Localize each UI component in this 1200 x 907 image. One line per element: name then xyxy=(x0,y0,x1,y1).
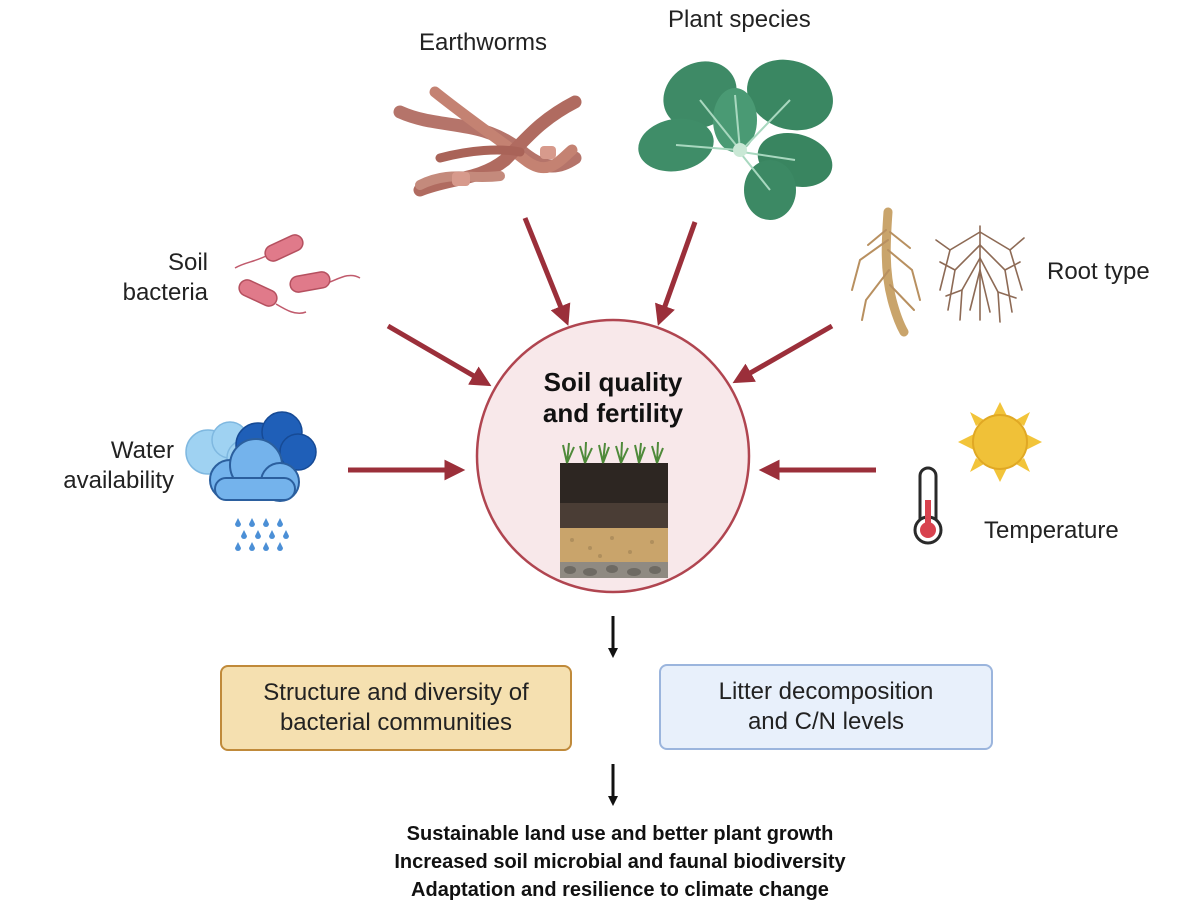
cloud-rain-icon xyxy=(185,411,317,551)
label-plant-species: Plant species xyxy=(668,6,811,33)
effect-left-line1: Structure and diversity of xyxy=(263,679,529,706)
arrow-bacteria xyxy=(386,323,492,387)
effect-box-litter-decomposition: Litter decomposition and C/N levels xyxy=(659,664,993,750)
outcome-item: Increased soil microbial and faunal biod… xyxy=(394,851,846,873)
label-water-line1: Water xyxy=(110,437,174,464)
label-water-line2: availability xyxy=(63,467,174,494)
effect-left-line2: bacterial communities xyxy=(279,709,513,736)
earthworm-icon xyxy=(393,86,582,197)
center-title-line2: and fertility xyxy=(542,398,684,428)
factor-arrows xyxy=(348,217,876,481)
outcome-item: Adaptation and resilience to climate cha… xyxy=(411,879,829,901)
root-icon xyxy=(851,207,1025,337)
effect-box-bacterial-communities: Structure and diversity of bacterial com… xyxy=(220,665,572,751)
label-root-type: Root type xyxy=(1047,258,1150,285)
arrow-root xyxy=(732,323,834,384)
center-title: Soil quality and fertility xyxy=(493,367,733,429)
label-temperature: Temperature xyxy=(984,517,1119,544)
effect-right-line2: and C/N levels xyxy=(747,708,905,735)
effect-right-line1: Litter decomposition xyxy=(718,678,934,705)
sun-icon xyxy=(958,402,1042,482)
label-water-availability: Water availability xyxy=(40,436,174,496)
center-circle xyxy=(475,318,751,594)
bacteria-icon xyxy=(234,234,361,315)
arrow-earthworms xyxy=(522,217,571,326)
label-earthworms: Earthworms xyxy=(419,29,548,56)
plant-icon xyxy=(638,59,833,220)
label-soil-bacteria: Soil bacteria xyxy=(120,248,208,308)
label-soil-bacteria-line2: bacteria xyxy=(122,279,208,306)
soil-profile-icon xyxy=(560,441,668,578)
label-soil-bacteria-line1: Soil xyxy=(167,249,208,276)
outcomes-list: Sustainable land use and better plant gr… xyxy=(300,820,940,904)
center-title-line1: Soil quality xyxy=(543,367,683,397)
outcome-item: Sustainable land use and better plant gr… xyxy=(406,823,834,845)
thermometer-icon xyxy=(913,466,943,545)
arrow-plant xyxy=(655,221,698,326)
